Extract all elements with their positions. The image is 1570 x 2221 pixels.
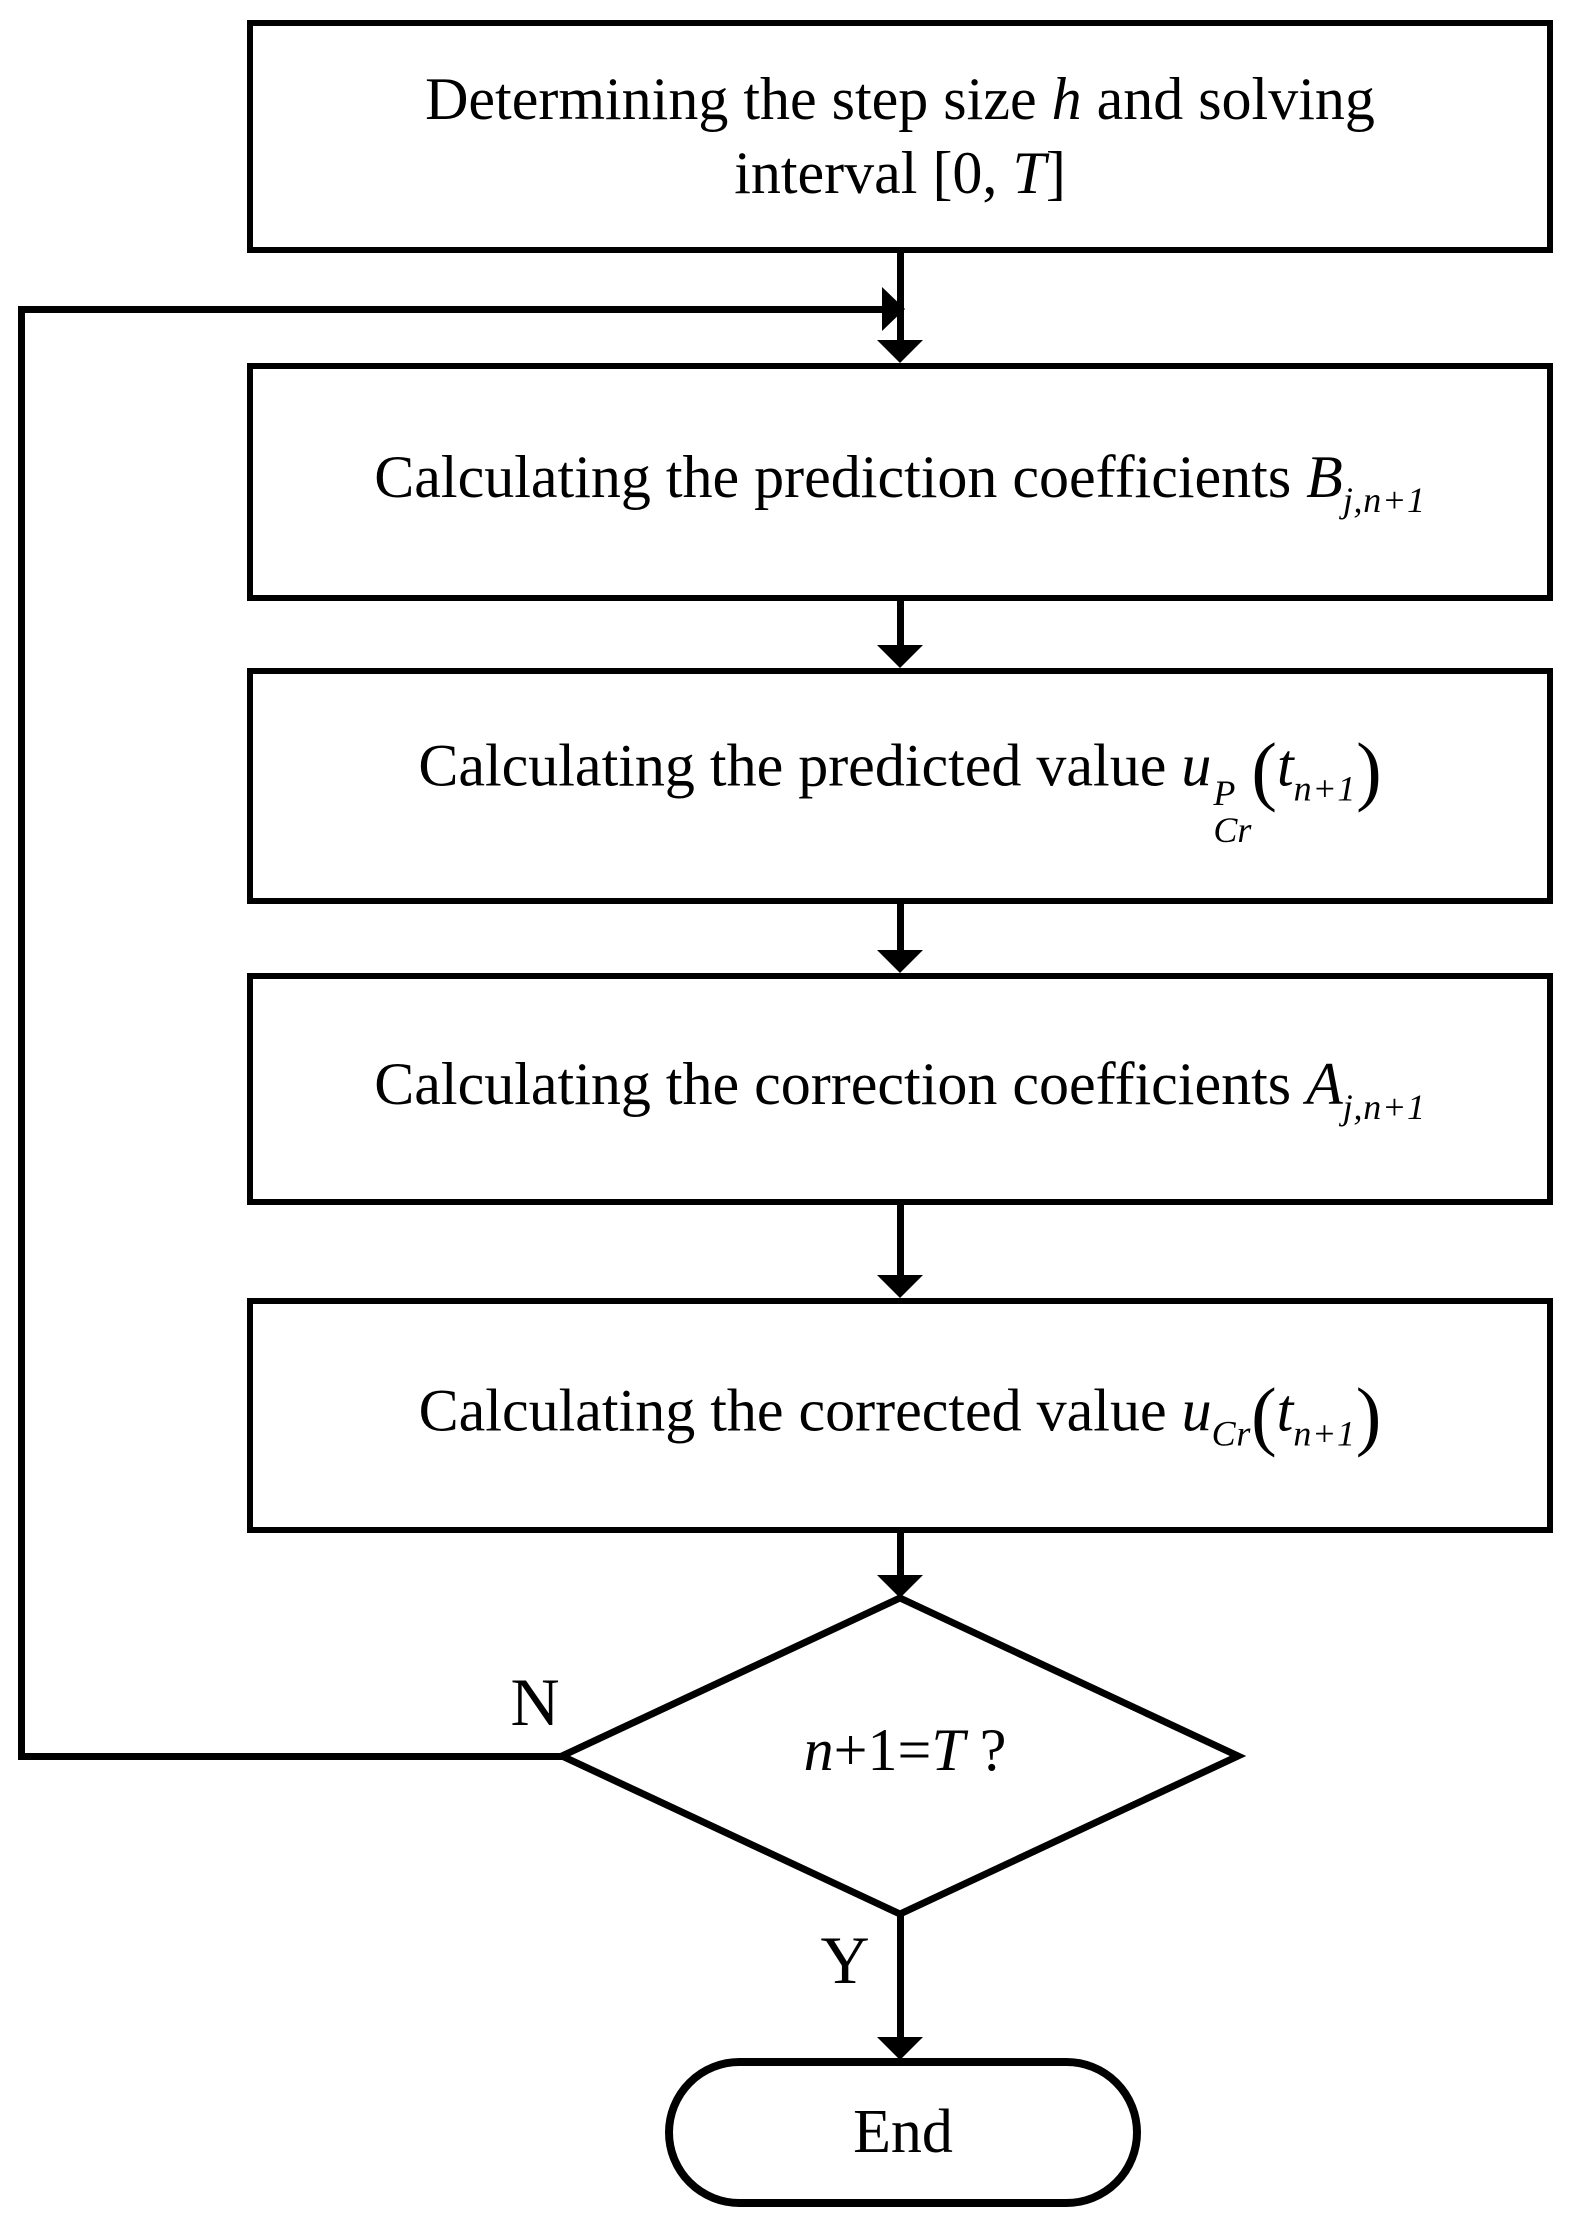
connector-loop-bottom bbox=[18, 1753, 565, 1760]
process-prediction-coefficients-text: Calculating the prediction coefficients … bbox=[374, 443, 1426, 521]
arrowhead-box4 bbox=[877, 950, 923, 973]
connector-loop-top bbox=[18, 306, 882, 313]
decision-diamond bbox=[553, 1591, 1247, 1921]
connector-box1-box2 bbox=[897, 253, 904, 345]
branch-label-no: N bbox=[510, 1664, 560, 1740]
connector-loop-left bbox=[18, 306, 25, 1760]
process-correction-coefficients: Calculating the correction coefficients … bbox=[247, 973, 1553, 1205]
process-determine-step-size-text: Determining the step size h and solving … bbox=[425, 66, 1375, 206]
process-corrected-value-text: Calculating the corrected value uCr(tn+1… bbox=[418, 1372, 1382, 1458]
arrowhead-box3 bbox=[877, 645, 923, 668]
decision-diamond-shape bbox=[553, 1594, 1247, 1918]
connector-box3-box4 bbox=[897, 904, 904, 955]
arrowhead-box5 bbox=[877, 1275, 923, 1298]
arrowhead-end bbox=[877, 2037, 923, 2060]
terminator-end-text: End bbox=[853, 2098, 953, 2166]
arrowhead-box2 bbox=[877, 340, 923, 363]
branch-label-yes: Y bbox=[820, 1922, 870, 1998]
arrowhead-decision bbox=[877, 1575, 923, 1598]
connector-box2-box3 bbox=[897, 601, 904, 650]
process-determine-step-size: Determining the step size h and solving … bbox=[247, 20, 1553, 253]
process-corrected-value: Calculating the corrected value uCr(tn+1… bbox=[247, 1298, 1553, 1533]
connector-box5-decision bbox=[897, 1533, 904, 1580]
process-correction-coefficients-text: Calculating the correction coefficients … bbox=[374, 1050, 1426, 1128]
decision-condition-text: n+1=T ? bbox=[803, 1717, 1007, 1783]
process-prediction-coefficients: Calculating the prediction coefficients … bbox=[247, 363, 1553, 601]
connector-decision-end bbox=[897, 1913, 904, 2042]
terminator-end: End bbox=[665, 2058, 1141, 2207]
connector-box4-box5 bbox=[897, 1205, 904, 1280]
